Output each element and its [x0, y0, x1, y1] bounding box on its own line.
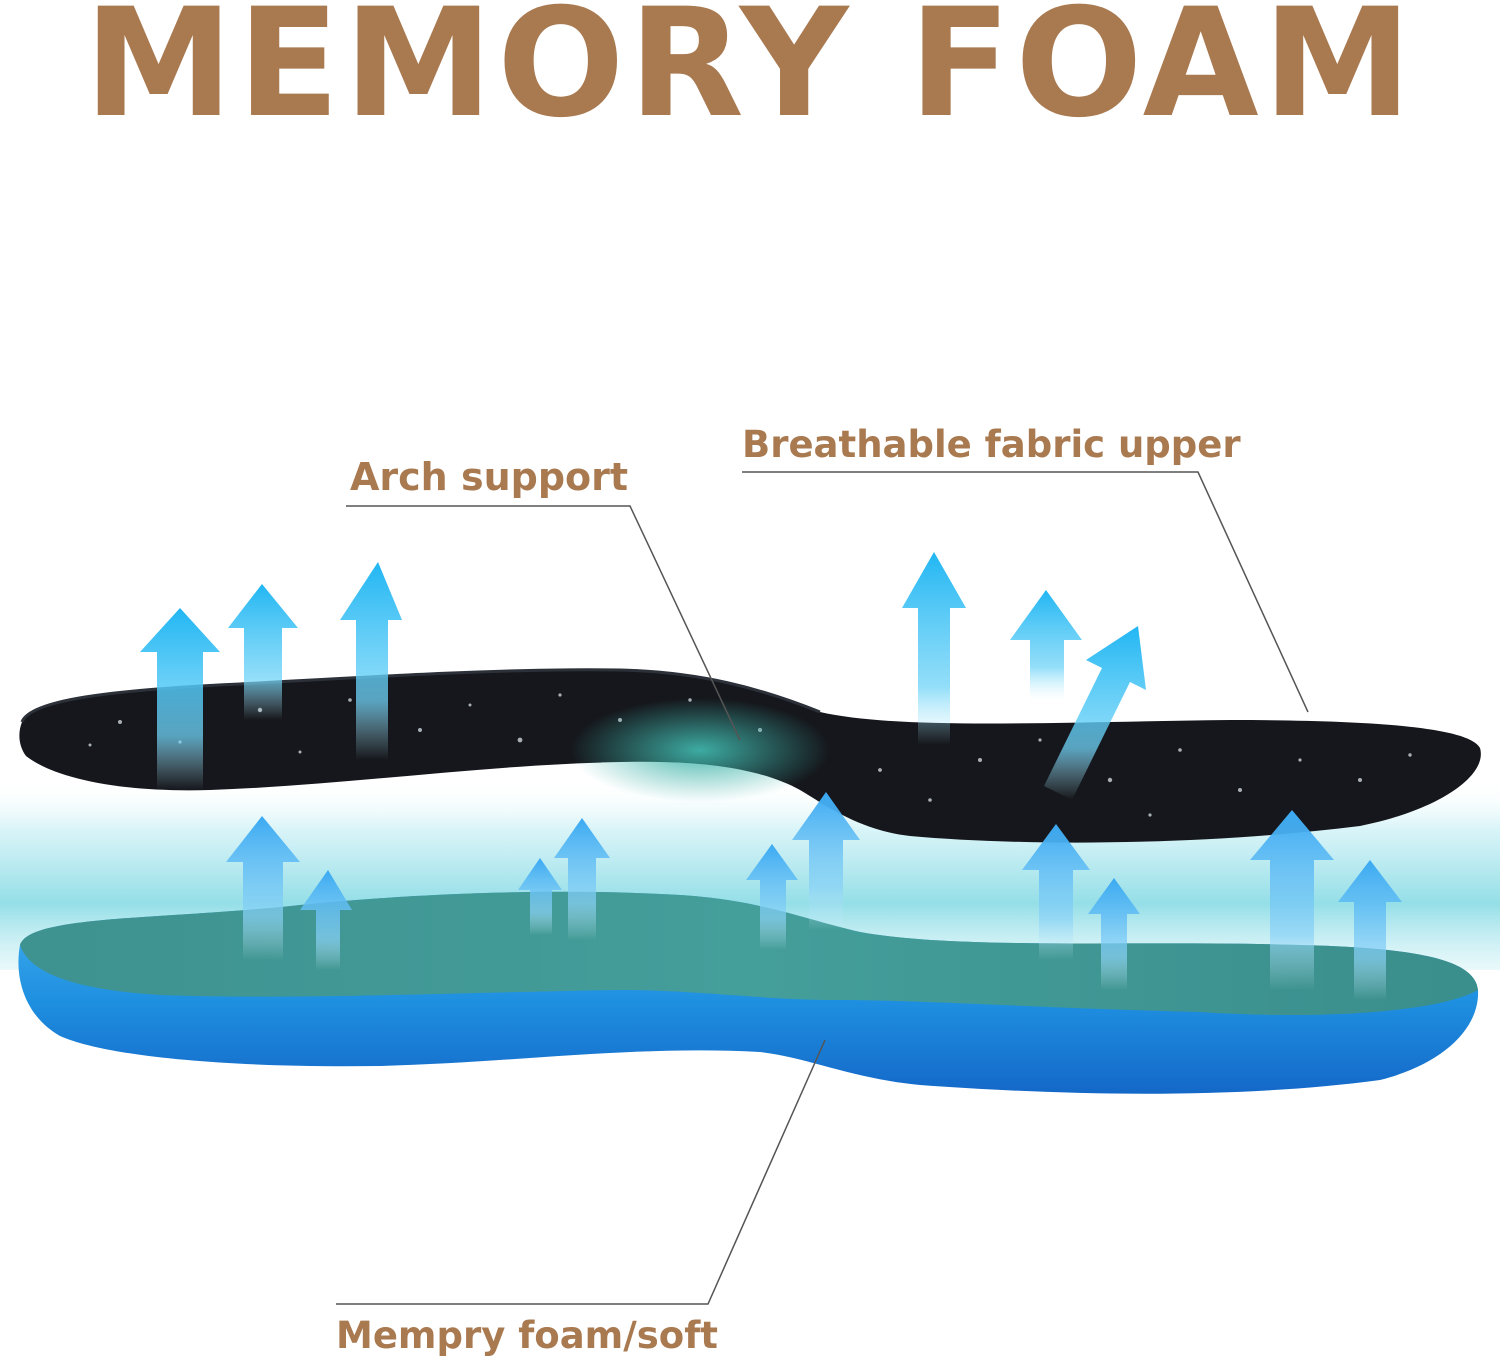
up-arrow-icon	[300, 870, 352, 970]
up-arrow-icon	[140, 608, 220, 790]
up-arrow-icon	[228, 584, 298, 720]
leader-line-fabric	[742, 471, 1309, 713]
up-arrow-icon	[340, 562, 402, 760]
up-arrow-icon	[1010, 590, 1082, 700]
leader-line-arch	[346, 505, 741, 741]
up-arrow-icon	[792, 792, 860, 930]
page-title: MEMORY FOAM	[84, 0, 1416, 151]
up-arrow-icon	[1022, 824, 1090, 960]
up-arrow-icon	[746, 844, 798, 950]
label-arch-support: Arch support	[350, 455, 628, 499]
up-arrow-icon	[554, 818, 610, 940]
up-arrow-icon	[1044, 626, 1146, 800]
airflow-arrows	[140, 552, 1402, 1000]
up-arrow-icon	[1338, 860, 1402, 1000]
up-arrow-icon	[1088, 878, 1140, 990]
label-memory-foam: Mempry foam/soft	[336, 1314, 718, 1357]
up-arrow-icon	[226, 816, 300, 960]
arch-support-highlight	[570, 698, 830, 802]
leader-line-foam	[336, 1039, 826, 1305]
label-fabric-upper: Breathable fabric upper	[742, 423, 1241, 466]
up-arrow-icon	[1250, 810, 1334, 990]
leader-lines	[336, 471, 1309, 1305]
up-arrow-icon	[902, 552, 966, 745]
up-arrow-icon	[518, 858, 562, 935]
